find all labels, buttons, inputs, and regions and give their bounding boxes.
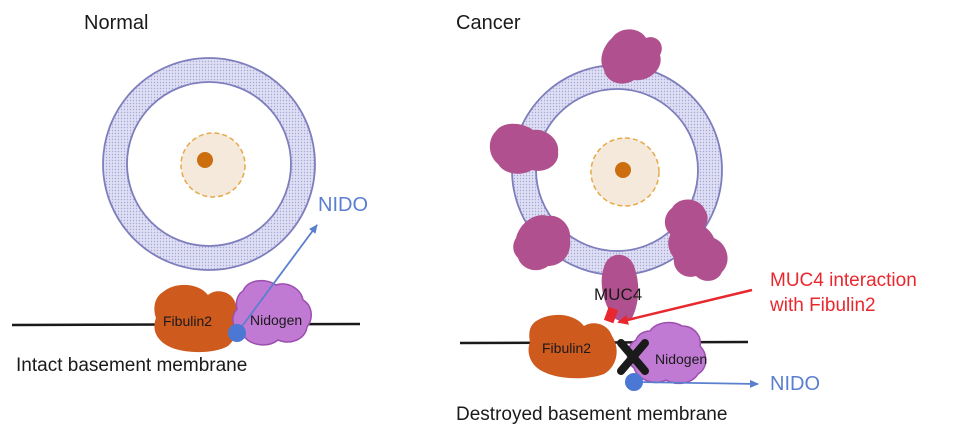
cancer-nucleolus: [615, 162, 631, 178]
normal-caption: Intact basement membrane: [16, 355, 248, 376]
normal-nido-arrow: [236, 224, 318, 334]
normal-nidogen-shape: [232, 279, 312, 346]
muc4-blob-right-lower: [668, 223, 728, 281]
cancer-caption: Destroyed basement membrane: [456, 404, 728, 425]
normal-fibulin2-shape: [154, 284, 239, 353]
cancer-title: Cancer: [456, 12, 521, 34]
cancer-nido-dot: [625, 373, 643, 391]
interaction-arrow: [617, 288, 753, 325]
blocked-x-icon: [617, 339, 649, 375]
normal-cell: [102, 57, 316, 271]
muc4-blob-left: [489, 123, 559, 174]
cancer-nido-arrow: [633, 379, 759, 388]
cancer-fibulin2-shape: [528, 314, 617, 379]
normal-nido-label: NIDO: [318, 194, 368, 216]
cancer-nidogen-label: Nidogen: [655, 351, 708, 367]
normal-cell-ring: [103, 58, 315, 270]
normal-nucleolus: [197, 152, 213, 168]
interaction-label-line2: with Fibulin2: [770, 295, 876, 316]
normal-fibulin2-label: Fibulin2: [163, 313, 213, 329]
muc4-label: MUC4: [594, 285, 643, 304]
normal-cell-ring-outer-edge: [102, 57, 316, 271]
interaction-label: MUC4 interaction with Fibulin2: [770, 268, 917, 318]
normal-nidogen-label: Nidogen: [250, 312, 303, 328]
normal-nido-dot: [228, 324, 246, 342]
normal-cell-ring-inner-edge: [126, 81, 292, 247]
normal-title: Normal: [84, 12, 149, 34]
muc4-contact-mark: [603, 306, 619, 324]
muc4-blob-bottom: [601, 254, 639, 322]
interaction-label-line1: MUC4 interaction: [770, 270, 917, 291]
cancer-fibulin2-label: Fibulin2: [542, 340, 592, 356]
muc4-blob-lower-left: [513, 215, 571, 271]
muc4-blob-top: [601, 29, 662, 84]
normal-nucleus: [180, 132, 246, 198]
cancer-nido-label: NIDO: [770, 373, 820, 395]
